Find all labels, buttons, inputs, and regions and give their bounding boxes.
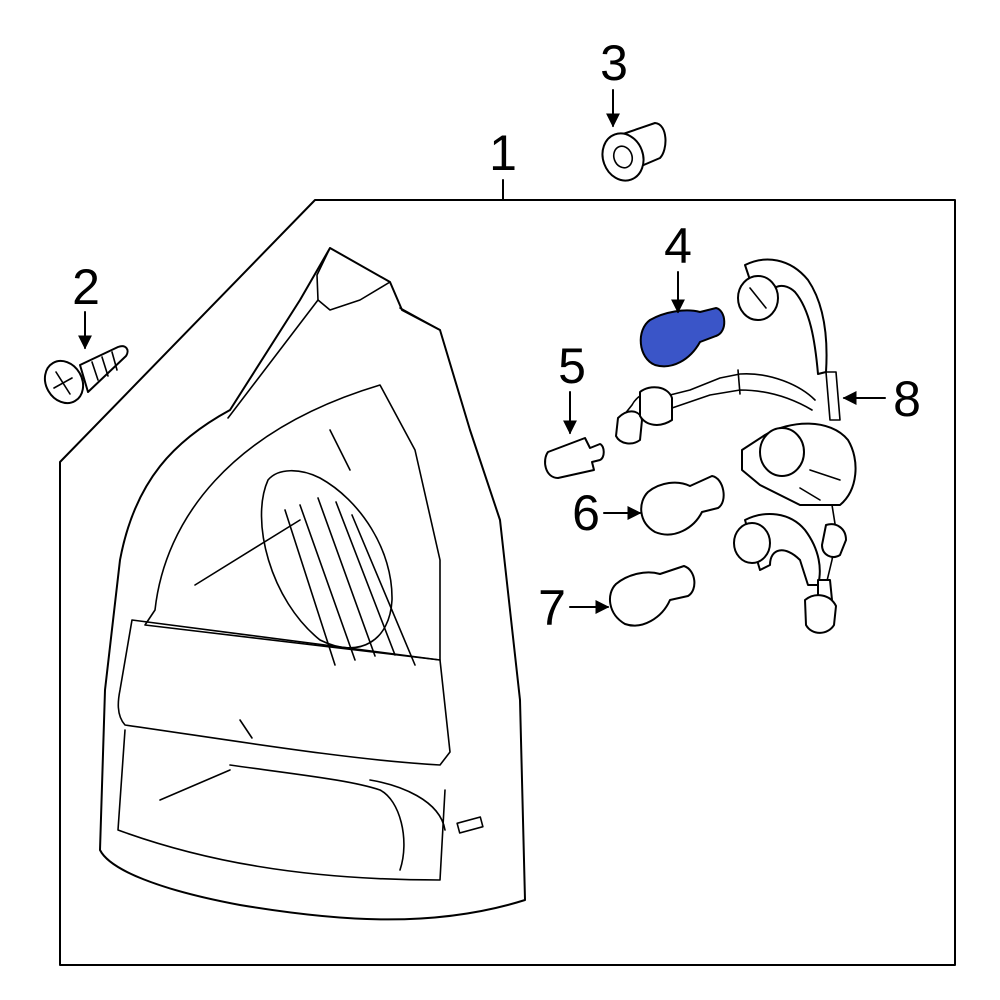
screw[interactable] bbox=[37, 345, 129, 410]
callout-5: 5 bbox=[558, 338, 586, 394]
tail-lamp-housing[interactable] bbox=[99, 247, 526, 921]
socket-wiring-harness[interactable] bbox=[615, 258, 857, 634]
callout-1: 1 bbox=[489, 125, 517, 181]
callout-7: 7 bbox=[538, 580, 566, 636]
highlighted-bulb[interactable] bbox=[639, 306, 726, 368]
callout-6: 6 bbox=[572, 485, 600, 541]
callout-3: 3 bbox=[600, 35, 628, 91]
wedge-bulb[interactable] bbox=[544, 437, 605, 479]
callout-2: 2 bbox=[72, 259, 100, 315]
bulb-large[interactable] bbox=[608, 565, 696, 627]
bulb[interactable] bbox=[640, 475, 725, 536]
callout-arrows bbox=[78, 89, 886, 614]
assembly-frame bbox=[59, 199, 956, 966]
grommet[interactable] bbox=[596, 122, 667, 186]
callout-8: 8 bbox=[893, 371, 921, 427]
callout-4: 4 bbox=[664, 218, 692, 274]
